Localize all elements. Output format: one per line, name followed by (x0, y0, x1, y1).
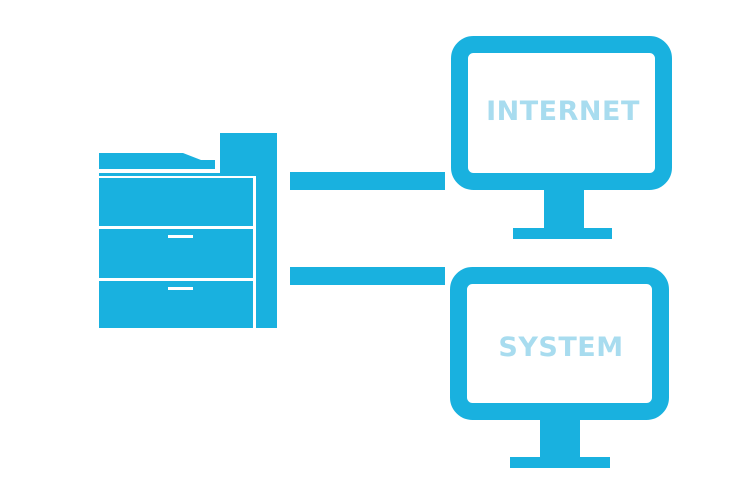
monitor-system: SYSTEM (450, 267, 669, 468)
connector-line-system (290, 267, 445, 285)
monitor-icon (451, 36, 672, 239)
monitor-icon (450, 267, 669, 468)
monitor-label-internet: INTERNET (486, 96, 640, 127)
connector-line-internet (290, 172, 445, 190)
printer-cabinet-icon (99, 133, 277, 328)
monitor-label-system: SYSTEM (498, 332, 623, 363)
monitor-internet: INTERNET (451, 36, 672, 239)
